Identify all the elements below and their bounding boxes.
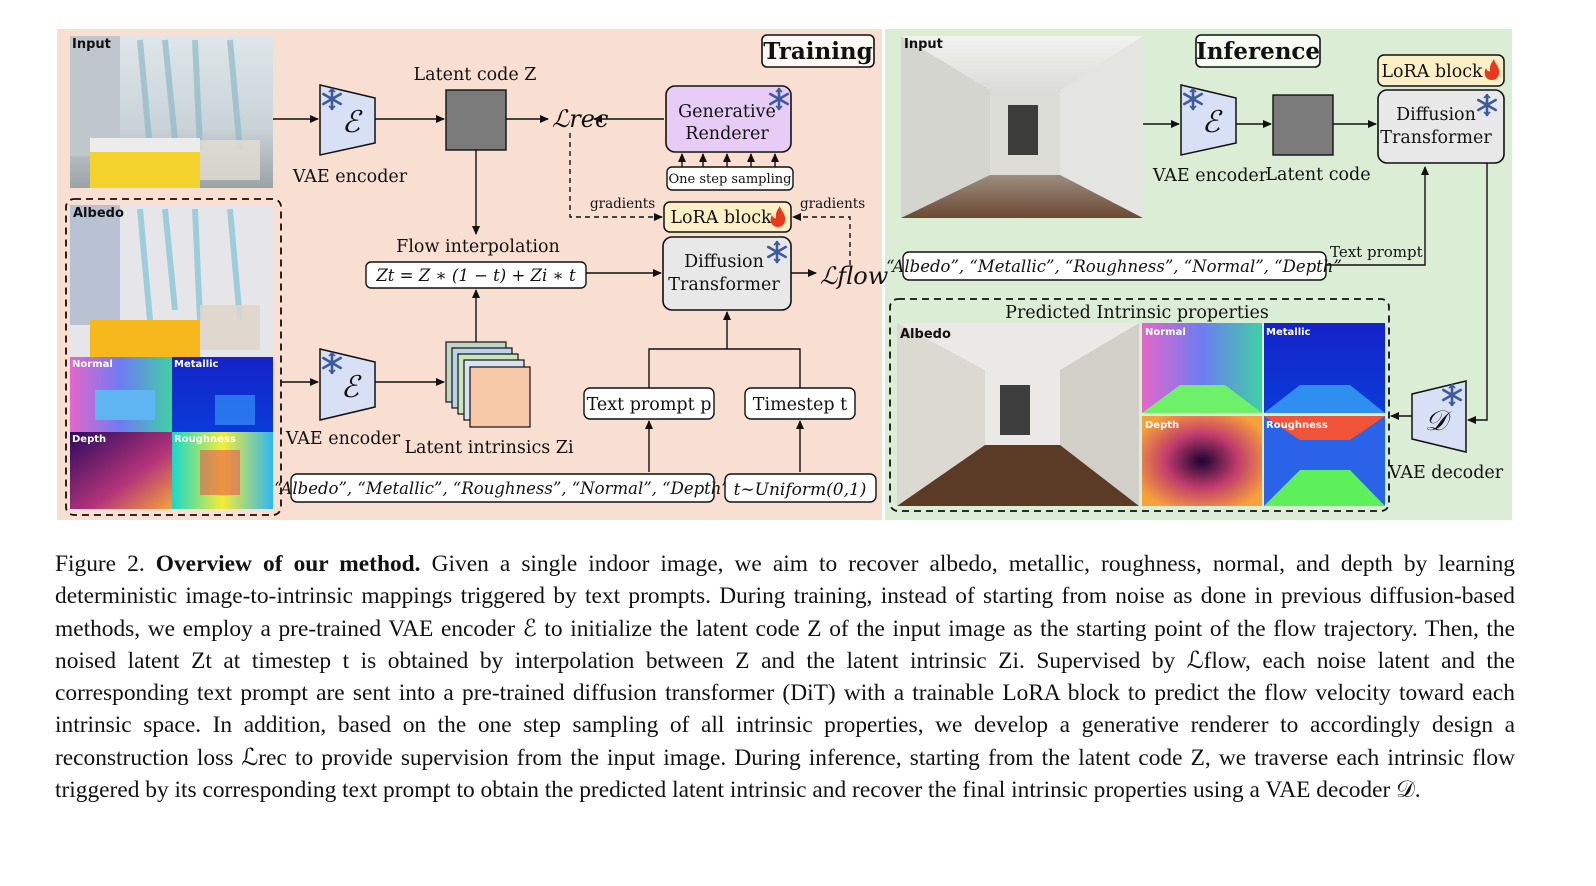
inference-albedo-label: Albedo [900,327,951,342]
generative-renderer-line2: Renderer [685,124,769,144]
latent-code-inference-block [1272,94,1334,156]
gradients-right: gradients [800,196,865,212]
generative-renderer-box: Generative Renderer [665,85,792,153]
flame-icon [770,206,786,227]
vae-encoder-bottom: ℰ [319,348,376,421]
inference-title: Inference [1196,38,1320,65]
flow-formula-box [365,261,587,289]
encoder-symbol-top: ℰ [342,105,363,140]
snowflake-icon [769,87,789,111]
inference-input-label: Input [904,37,943,52]
diffusion-transformer-training: Diffusion Transformer [662,236,792,311]
latent-code-block [445,89,507,151]
training-intrinsics-group [65,198,282,516]
inference-prompt-list: “Albedo”, “Metallic”, “Roughness”, “Norm… [886,257,1342,276]
vae-encoder-inference: ℰ [1180,84,1237,156]
snowflake-icon [322,351,342,375]
inference-roughness-image: Roughness [1264,416,1385,506]
dit-training-line1: Diffusion [684,252,764,272]
uniform-box [724,473,877,503]
training-normal-label: Normal [72,359,113,370]
inference-prompt-list-box [902,251,1327,281]
training-roughness-label: Roughness [174,434,236,445]
one-step-sampling-box [666,166,794,191]
lora-block-inference: LoRA block [1377,54,1505,87]
inference-metallic-image: Metallic [1264,323,1385,413]
encoder-symbol-inference: ℰ [1202,105,1223,140]
training-title-box: Training [761,34,875,68]
training-input-label: Input [72,37,111,52]
flame-icon [1484,59,1500,80]
caption-text: Given a single indoor image, we aim to r… [55,551,1516,804]
training-input-image: Input [70,36,273,188]
latent-code-label: Latent code Z [414,65,537,85]
inference-albedo-image: Albedo [897,323,1139,506]
training-depth-label: Depth [72,434,106,445]
dit-inference-line1: Diffusion [1396,105,1476,125]
caption-figure-label: Figure 2. [55,551,145,577]
training-albedo-label: Albedo [73,206,124,221]
snowflake-icon [1477,93,1497,117]
latent-intrinsics-stack [445,341,531,428]
training-metallic-label: Metallic [174,359,219,370]
lora-block-inference-label: LoRA block [1381,62,1483,82]
training-metallic-image: Metallic [172,357,273,432]
vae-decoder: 𝒟 [1411,380,1467,453]
vae-encoder-top: ℰ [319,84,376,156]
caption-title: Overview of our method. [155,551,421,577]
inference-depth-label: Depth [1145,420,1179,431]
training-roughness-image: Roughness [172,432,273,509]
generative-renderer-line1: Generative [678,102,776,122]
dit-training-line2: Transformer [668,275,780,295]
diffusion-transformer-inference: Diffusion Transformer [1377,89,1505,164]
inference-title-box: Inference [1195,34,1321,68]
inference-depth-image: Depth [1142,416,1262,506]
inference-normal-image: Normal [1142,323,1262,413]
latent-intrinsics-label: Latent intrinsics Zi [404,438,574,458]
vae-encoder-top-label: VAE encoder [292,167,408,187]
flow-interpolation-label: Flow interpolation [396,237,560,257]
inference-arrows [1143,120,1488,424]
flow-formula: Zt = Z ∗ (1 − t) + Zi ∗ t [375,266,576,285]
text-prompt-label: Text prompt p [587,395,712,415]
lora-block-training-label: LoRA block [670,208,772,228]
timestep-label: Timestep t [753,395,847,415]
inference-input-image: Input [901,36,1143,218]
training-arrows [273,115,851,472]
inference-normal-label: Normal [1145,327,1186,338]
vae-encoder-bottom-label: VAE encoder [285,429,401,449]
training-normal-image: Normal [70,357,172,432]
predicted-intrinsics-group [889,298,1390,512]
inference-metallic-label: Metallic [1266,327,1311,338]
loss-flow: ℒflow [820,262,889,290]
snowflake-icon [1183,87,1203,111]
figure-caption: Figure 2. Overview of our method. Given … [55,548,1515,806]
lora-block-training: LoRA block [663,201,792,233]
snowflake-icon [322,87,342,111]
training-prompt-list: “Albedo”, “Metallic”, “Roughness”, “Norm… [274,479,730,498]
inference-roughness-label: Roughness [1266,420,1328,431]
vae-encoder-inference-label: VAE encoder [1152,166,1268,186]
dit-inference-line2: Transformer [1380,128,1492,148]
one-step-sampling: One step sampling [669,172,792,187]
snowflake-icon [767,240,787,264]
encoder-symbol-bottom: ℰ [341,370,362,405]
vae-decoder-label: VAE decoder [1388,463,1504,483]
inference-text-prompt-label: Text prompt [1330,243,1423,261]
gradients-left: gradients [590,196,655,212]
latent-code-inference-label: Latent code [1265,165,1370,185]
training-prompt-list-box [290,473,715,503]
method-overview-figure: Training Input ℰ VAE encoder Latent code… [57,29,1512,520]
training-depth-image: Depth [70,432,172,509]
training-albedo-image: Albedo [70,205,273,357]
predicted-intrinsics-title: Predicted Intrinsic properties [1005,303,1269,323]
snowflake-icon [1442,383,1462,407]
uniform-label: t∼Uniform(0,1) [734,480,867,500]
training-title: Training [763,38,872,65]
